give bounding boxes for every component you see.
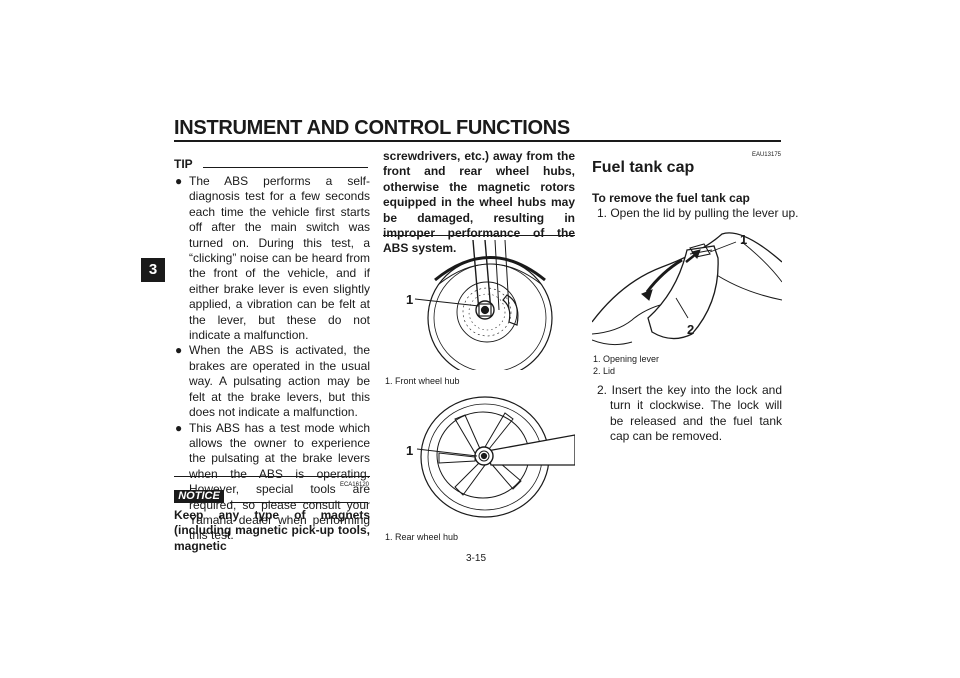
tip-item-text: This ABS has a test mode which allows th… (189, 420, 370, 543)
bullet-icon: ● (175, 174, 183, 188)
front-wheel-hub-figure: 1 (395, 240, 575, 370)
rear-callout: 1 (406, 443, 413, 458)
tip-list: ● The ABS performs a self-diagnosis test… (174, 174, 370, 544)
notice-code: ECA16120 (339, 482, 369, 488)
notice-end-rule (383, 235, 575, 236)
fuel-step-2: 2. Insert the key into the lock and turn… (597, 383, 782, 444)
fuel-lid-figure: 1 2 (592, 222, 782, 348)
fuel-section-title: Fuel tank cap (592, 159, 695, 176)
rear-wheel-hub-figure: 1 (395, 395, 575, 530)
notice-badge: NOTICE (174, 490, 224, 503)
bullet-icon: ● (175, 420, 183, 435)
lid-callout-2: 2 (687, 322, 694, 337)
tip-end-rule (174, 476, 370, 477)
page-number: 3-15 (466, 553, 487, 564)
tip-label: TIP (174, 157, 193, 171)
tip-item-text: When the ABS is activated, the brakes ar… (189, 343, 370, 420)
fuel-section-code: EAU13175 (751, 152, 781, 158)
tip-rule (203, 167, 368, 168)
front-caption: 1. Front wheel hub (385, 376, 460, 386)
notice-text-part1: Keep any type of magnets (including magn… (174, 508, 370, 553)
rear-caption: 1. Rear wheel hub (385, 532, 459, 542)
chapter-tab: 3 (141, 258, 165, 282)
bullet-icon: ● (175, 343, 183, 358)
fuel-subtitle: To remove the fuel tank cap (592, 191, 750, 205)
list-item: ● When the ABS is activated, the brakes … (174, 343, 370, 420)
lid-caption-1: 1. Opening lever (593, 354, 660, 364)
notice-text-part2: screwdrivers, etc.) away from the front … (383, 149, 575, 256)
front-callout: 1 (406, 292, 413, 307)
list-item: ● This ABS has a test mode which allows … (174, 421, 370, 544)
tip-item-text: The ABS performs a self-diagnosis test f… (189, 174, 370, 343)
list-item: ● The ABS performs a self-diagnosis test… (174, 174, 370, 343)
page-title: INSTRUMENT AND CONTROL FUNCTIONS (174, 117, 570, 139)
header-rule (174, 140, 781, 142)
fuel-step-1: 1. Open the lid by pulling the lever up. (597, 206, 799, 220)
lid-callout-1: 1 (740, 232, 747, 247)
lid-caption-2: 2. Lid (593, 366, 616, 376)
notice-rule (230, 502, 368, 503)
